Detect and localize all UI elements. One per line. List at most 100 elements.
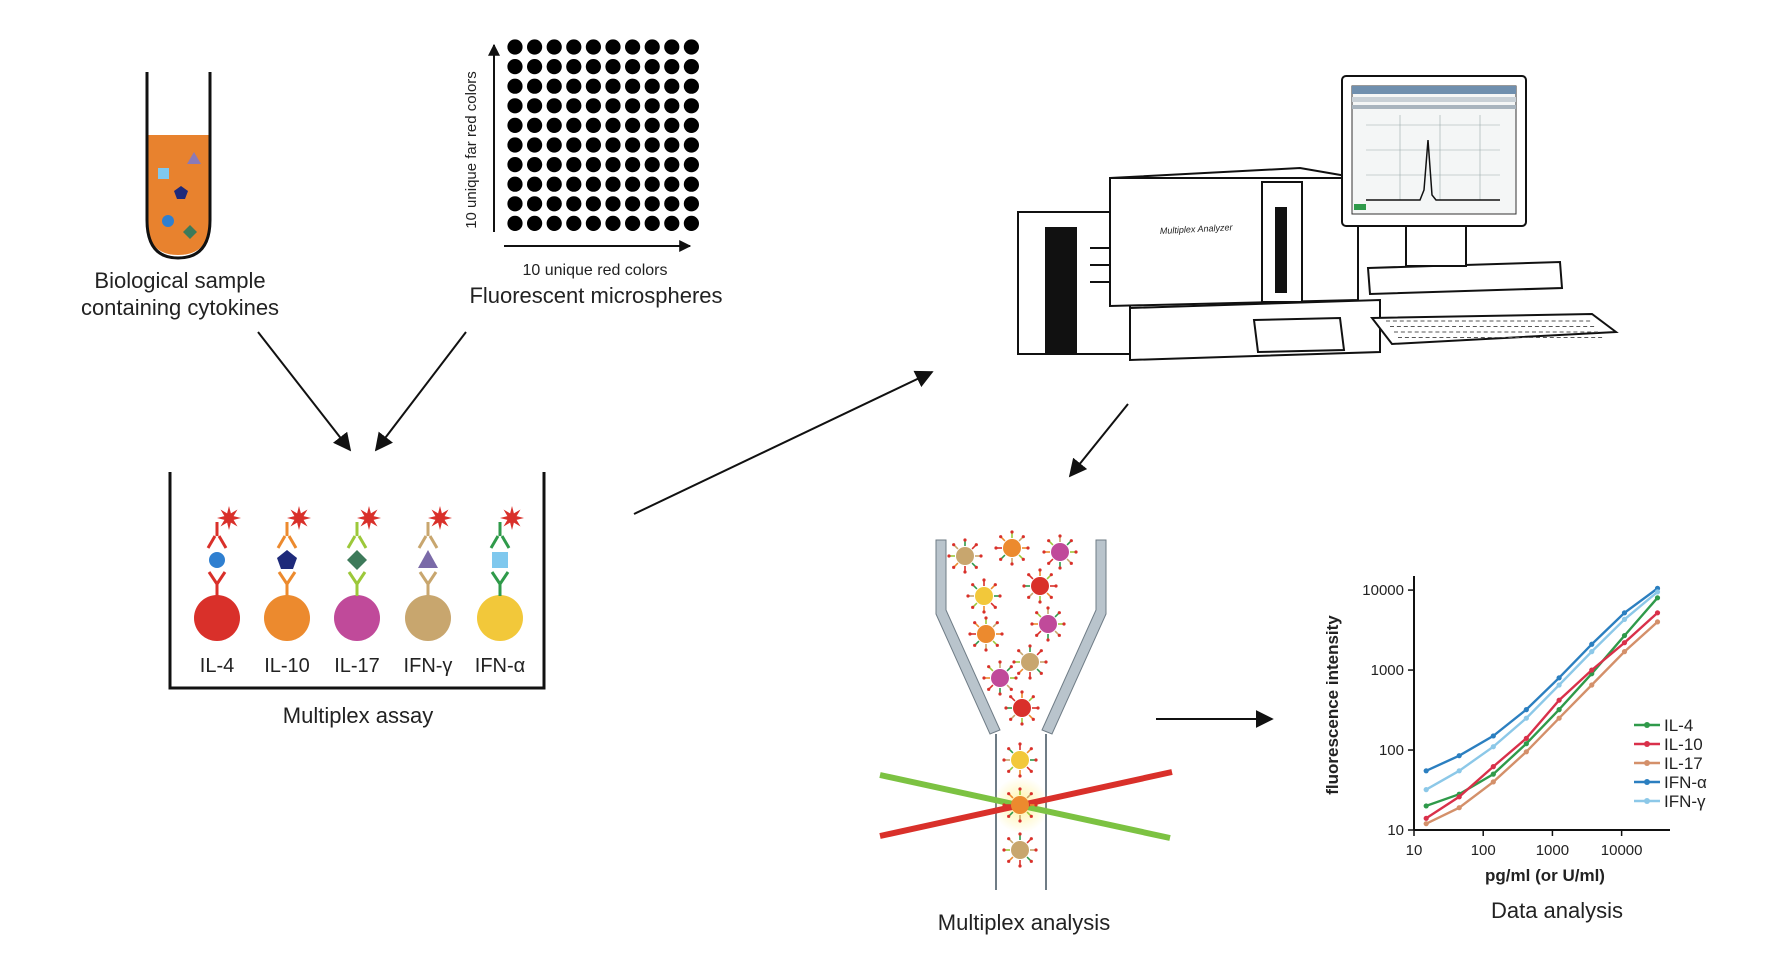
microsphere bbox=[566, 215, 582, 231]
microsphere bbox=[625, 59, 641, 75]
fluorophore-star-icon bbox=[287, 506, 311, 530]
data-point bbox=[1621, 632, 1628, 639]
sample-label-line1: Biological sample bbox=[94, 268, 265, 293]
detection-antibody bbox=[276, 522, 298, 549]
antigen-pentagon-icon bbox=[277, 550, 297, 569]
microsphere bbox=[683, 98, 700, 114]
microsphere bbox=[644, 59, 660, 75]
microsphere bbox=[664, 98, 680, 114]
data-point bbox=[1490, 733, 1496, 739]
data-point bbox=[1589, 667, 1595, 673]
microspheres-label: Fluorescent microspheres bbox=[469, 283, 722, 308]
microsphere bbox=[625, 196, 641, 212]
data-point bbox=[1423, 815, 1429, 821]
microsphere bbox=[683, 157, 700, 173]
y-tick-label: 100 bbox=[1379, 742, 1404, 759]
microsphere bbox=[644, 117, 660, 133]
flowing-bead bbox=[982, 660, 1018, 696]
x-tick-label: 1000 bbox=[1536, 842, 1569, 859]
microsphere bbox=[507, 39, 523, 55]
assay-label: Multiplex assay bbox=[283, 703, 433, 728]
data-point bbox=[1423, 821, 1429, 827]
flowing-bead bbox=[1002, 742, 1038, 778]
microsphere bbox=[644, 176, 660, 192]
microsphere bbox=[527, 137, 543, 153]
data-point bbox=[1490, 771, 1496, 777]
assay-bead-complex: IL-4 bbox=[194, 506, 241, 677]
data-point bbox=[1456, 753, 1462, 759]
microsphere bbox=[683, 196, 700, 212]
data-point bbox=[1589, 682, 1595, 688]
microsphere bbox=[546, 39, 562, 55]
data-point bbox=[1523, 749, 1529, 755]
microsphere bbox=[566, 117, 582, 133]
microsphere bbox=[566, 137, 582, 153]
microsphere bbox=[546, 196, 562, 212]
legend-entry: IFN-γ bbox=[1664, 792, 1706, 811]
analysis-label: Multiplex analysis bbox=[938, 910, 1110, 935]
data-point bbox=[1490, 764, 1496, 770]
microsphere bbox=[566, 98, 582, 114]
flowing-bead bbox=[1002, 832, 1038, 868]
series-line bbox=[1425, 621, 1659, 825]
microsphere bbox=[527, 215, 543, 231]
fluorophore-star-icon bbox=[428, 506, 452, 530]
series-IFN-α bbox=[1423, 585, 1661, 774]
microsphere bbox=[644, 98, 660, 114]
microsphere bbox=[527, 98, 543, 114]
microsphere bbox=[546, 215, 562, 231]
data-point bbox=[1523, 741, 1529, 747]
microsphere bbox=[507, 78, 523, 94]
multiplex-analyzer-instrument bbox=[1017, 75, 1619, 362]
x-tick-label: 10 bbox=[1406, 842, 1423, 859]
microsphere bbox=[566, 157, 582, 173]
microsphere bbox=[664, 78, 680, 94]
microsphere bbox=[546, 176, 562, 192]
assay-bead-complex: IL-17 bbox=[334, 506, 381, 677]
flowing-bead bbox=[1022, 568, 1058, 604]
microsphere bbox=[625, 98, 641, 114]
data-point bbox=[1654, 610, 1661, 616]
assay-bead-complex: IFN-α bbox=[475, 506, 525, 677]
microsphere bbox=[664, 117, 680, 133]
flowing-bead bbox=[968, 616, 1004, 652]
series-IFN-γ bbox=[1423, 589, 1661, 793]
data-point bbox=[1490, 744, 1496, 750]
data-point bbox=[1654, 589, 1661, 595]
data-point bbox=[1621, 616, 1628, 622]
microsphere bbox=[585, 59, 602, 75]
tube-outline bbox=[145, 72, 212, 260]
data-point bbox=[1490, 779, 1496, 785]
analyzer-body bbox=[1109, 166, 1359, 308]
microsphere bbox=[507, 176, 523, 192]
microsphere bbox=[605, 196, 621, 212]
detection-antibody bbox=[417, 522, 439, 549]
bead bbox=[477, 595, 523, 641]
detection-antibody bbox=[489, 522, 511, 549]
chart-title: Data analysis bbox=[1491, 898, 1623, 923]
capture-antibody bbox=[277, 571, 297, 596]
microsphere bbox=[625, 78, 641, 94]
legend-entry: IFN-α bbox=[1664, 773, 1707, 792]
microsphere bbox=[605, 215, 621, 231]
red-axis-label: 10 unique red colors bbox=[523, 262, 668, 279]
antigen-circle-icon bbox=[209, 552, 225, 568]
flowing-bead bbox=[947, 538, 983, 574]
legend-entry: IL-10 bbox=[1664, 735, 1703, 754]
microsphere bbox=[585, 78, 602, 94]
flowing-bead bbox=[1042, 534, 1078, 570]
fluorophore-star-icon bbox=[217, 506, 241, 530]
capture-antibody bbox=[490, 571, 510, 596]
microsphere bbox=[566, 176, 582, 192]
microsphere bbox=[664, 59, 680, 75]
microsphere bbox=[546, 157, 562, 173]
microsphere bbox=[644, 137, 660, 153]
data-point bbox=[1523, 707, 1529, 713]
x-tick-label: 10000 bbox=[1601, 842, 1643, 859]
microsphere bbox=[527, 196, 543, 212]
microsphere bbox=[527, 157, 543, 173]
cytokine-square-icon bbox=[158, 168, 169, 179]
arrow-sample-to-assay bbox=[257, 331, 352, 452]
